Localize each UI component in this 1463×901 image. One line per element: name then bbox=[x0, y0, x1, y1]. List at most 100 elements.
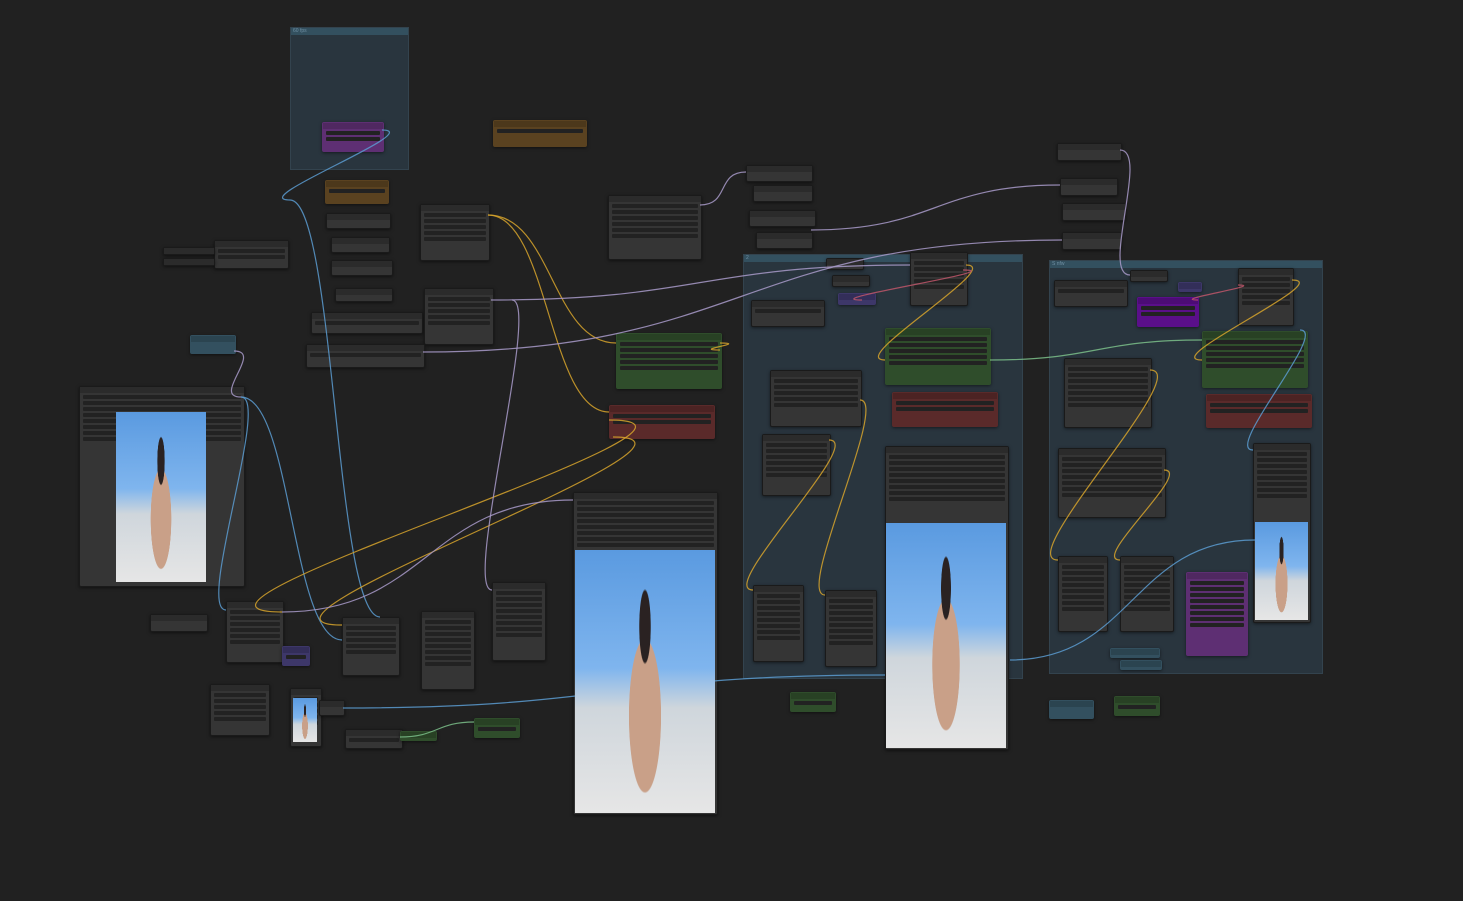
node-header[interactable] bbox=[1061, 179, 1117, 185]
node-widget[interactable] bbox=[424, 231, 486, 235]
node-widget[interactable] bbox=[889, 455, 1005, 459]
node-header[interactable] bbox=[752, 301, 824, 307]
node-header[interactable] bbox=[283, 647, 309, 653]
node-widget[interactable] bbox=[889, 343, 987, 347]
graph-node[interactable] bbox=[762, 434, 831, 496]
node-header[interactable] bbox=[164, 259, 214, 265]
graph-node[interactable] bbox=[910, 252, 968, 306]
node-widget[interactable] bbox=[889, 491, 1005, 495]
node-widget[interactable] bbox=[1062, 583, 1104, 587]
node-widget[interactable] bbox=[829, 599, 873, 603]
node-header[interactable] bbox=[763, 435, 830, 441]
node-header[interactable] bbox=[833, 276, 869, 282]
node-header[interactable] bbox=[610, 406, 714, 412]
node-widget[interactable] bbox=[1062, 595, 1104, 599]
graph-node[interactable] bbox=[1057, 143, 1122, 161]
node-header[interactable] bbox=[1239, 269, 1293, 275]
node-widget[interactable] bbox=[774, 391, 858, 395]
node-widget[interactable] bbox=[612, 204, 698, 208]
graph-node[interactable] bbox=[609, 405, 715, 439]
graph-node[interactable] bbox=[421, 611, 475, 690]
node-widget[interactable] bbox=[1257, 464, 1307, 468]
node-widget[interactable] bbox=[577, 513, 714, 517]
node-header[interactable] bbox=[1065, 359, 1151, 365]
node-widget[interactable] bbox=[774, 379, 858, 383]
graph-node[interactable] bbox=[1186, 572, 1248, 656]
node-widget[interactable] bbox=[1062, 565, 1104, 569]
node-header[interactable] bbox=[1058, 144, 1121, 150]
node-widget[interactable] bbox=[214, 717, 266, 721]
graph-node[interactable] bbox=[335, 288, 393, 302]
node-widget[interactable] bbox=[896, 401, 994, 405]
graph-node[interactable] bbox=[753, 185, 813, 202]
node-widget[interactable] bbox=[310, 353, 421, 357]
node-widget[interactable] bbox=[1257, 470, 1307, 474]
node-widget[interactable] bbox=[496, 603, 542, 607]
node-widget[interactable] bbox=[766, 473, 827, 477]
node-header[interactable] bbox=[291, 689, 321, 695]
node-widget[interactable] bbox=[757, 612, 800, 616]
node-widget[interactable] bbox=[757, 636, 800, 640]
node-widget[interactable] bbox=[1206, 352, 1304, 356]
node-widget[interactable] bbox=[914, 273, 964, 277]
node-widget[interactable] bbox=[214, 693, 266, 697]
node-header[interactable] bbox=[1063, 233, 1121, 239]
node-widget[interactable] bbox=[1206, 346, 1304, 350]
node-widget[interactable] bbox=[766, 449, 827, 453]
node-widget[interactable] bbox=[478, 727, 516, 731]
node-widget[interactable] bbox=[889, 361, 987, 365]
graph-node[interactable] bbox=[342, 617, 400, 676]
node-header[interactable] bbox=[327, 214, 390, 220]
node-header[interactable] bbox=[336, 289, 392, 295]
node-widget[interactable] bbox=[889, 479, 1005, 483]
node-widget[interactable] bbox=[1124, 583, 1170, 587]
node-widget[interactable] bbox=[496, 621, 542, 625]
node-widget[interactable] bbox=[757, 594, 800, 598]
node-widget[interactable] bbox=[425, 638, 471, 642]
node-header[interactable] bbox=[886, 447, 1008, 453]
graph-node[interactable] bbox=[892, 392, 998, 427]
node-widget[interactable] bbox=[218, 255, 285, 259]
node-widget[interactable] bbox=[1068, 379, 1148, 383]
node-widget[interactable] bbox=[896, 407, 994, 411]
graph-node[interactable] bbox=[1202, 331, 1308, 388]
node-widget[interactable] bbox=[497, 129, 583, 133]
node-widget[interactable] bbox=[496, 609, 542, 613]
node-header[interactable] bbox=[332, 261, 392, 267]
node-header[interactable] bbox=[1111, 649, 1159, 655]
graph-node[interactable] bbox=[753, 585, 804, 662]
node-widget[interactable] bbox=[829, 623, 873, 627]
node-widget[interactable] bbox=[230, 640, 280, 644]
node-header[interactable] bbox=[151, 615, 207, 621]
node-header[interactable] bbox=[80, 387, 244, 393]
graph-node[interactable] bbox=[331, 260, 393, 276]
node-header[interactable] bbox=[164, 248, 214, 254]
node-header[interactable] bbox=[574, 493, 717, 499]
node-widget[interactable] bbox=[1242, 277, 1290, 281]
graph-node[interactable] bbox=[210, 684, 270, 736]
graph-node[interactable] bbox=[1058, 556, 1108, 632]
node-header[interactable] bbox=[425, 289, 493, 295]
node-widget[interactable] bbox=[577, 525, 714, 529]
node-widget[interactable] bbox=[1068, 367, 1148, 371]
node-widget[interactable] bbox=[889, 485, 1005, 489]
node-header[interactable] bbox=[1050, 701, 1093, 707]
node-widget[interactable] bbox=[1190, 605, 1244, 609]
node-widget[interactable] bbox=[829, 641, 873, 645]
node-widget[interactable] bbox=[1242, 301, 1290, 305]
node-widget[interactable] bbox=[1257, 476, 1307, 480]
node-widget[interactable] bbox=[1124, 565, 1170, 569]
node-widget[interactable] bbox=[613, 414, 711, 418]
node-widget[interactable] bbox=[214, 711, 266, 715]
node-widget[interactable] bbox=[83, 395, 241, 399]
node-widget[interactable] bbox=[428, 309, 490, 313]
node-widget[interactable] bbox=[1141, 306, 1195, 310]
graph-node[interactable] bbox=[770, 370, 862, 427]
node-header[interactable] bbox=[1063, 204, 1125, 210]
node-widget[interactable] bbox=[496, 615, 542, 619]
node-widget[interactable] bbox=[1068, 397, 1148, 401]
graph-node[interactable] bbox=[474, 718, 520, 738]
node-widget[interactable] bbox=[1190, 617, 1244, 621]
node-header[interactable] bbox=[609, 196, 701, 202]
node-header[interactable] bbox=[326, 181, 388, 187]
